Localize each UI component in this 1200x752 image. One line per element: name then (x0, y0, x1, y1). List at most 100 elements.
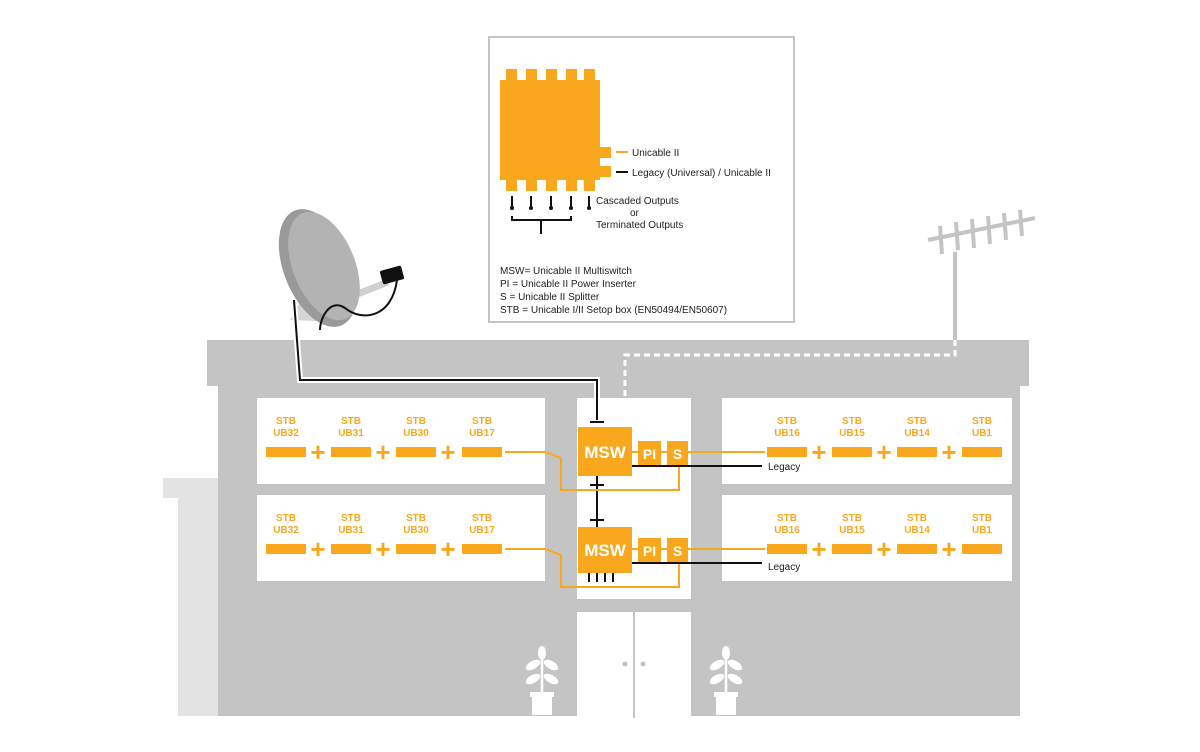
stb-label: STB (907, 416, 927, 427)
stb-label: STB (907, 513, 927, 524)
floor1-left-room (257, 398, 545, 484)
stb-box (897, 447, 937, 457)
legend-legacy: Legacy (Universal) / Unicable II (632, 168, 771, 179)
msw-legend-icon (500, 69, 611, 191)
plus-icon: + (310, 534, 325, 564)
stb-box (832, 544, 872, 554)
plus-icon: + (310, 437, 325, 467)
stb-id: UB1 (972, 428, 992, 439)
stb-label: STB (842, 416, 862, 427)
plant-icon (709, 646, 743, 715)
stb-box (962, 447, 1002, 457)
plant-icon (525, 646, 559, 715)
plus-icon: + (440, 534, 455, 564)
stb-label: STB (341, 416, 361, 427)
legend-output-pins (511, 196, 590, 207)
stb-id: UB14 (904, 428, 930, 439)
legacy-label: Legacy (768, 462, 800, 473)
stb-label: STB (406, 416, 426, 427)
legend-box: Unicable II Legacy (Universal) / Unicabl… (488, 36, 795, 323)
stb-id: UB30 (403, 428, 429, 439)
stb-label: STB (972, 513, 992, 524)
legend-unicable: Unicable II (632, 148, 679, 159)
stb-box (897, 544, 937, 554)
splitter-box (667, 441, 688, 465)
msw-box (578, 527, 632, 573)
stb-box (767, 544, 807, 554)
stb-id: UB15 (839, 525, 865, 536)
stb-box (767, 447, 807, 457)
terminated-outputs (588, 573, 614, 582)
plus-icon: + (941, 437, 956, 467)
stb-id: UB30 (403, 525, 429, 536)
stb-label: STB (341, 513, 361, 524)
stb-id: UB1 (972, 525, 992, 536)
stb-id: UB17 (469, 525, 495, 536)
stb-id: UB31 (338, 428, 364, 439)
stb-label: STB (406, 513, 426, 524)
stb-label: STB (842, 513, 862, 524)
stb-id: UB16 (774, 428, 800, 439)
building-extension (163, 478, 223, 498)
stb-id: UB15 (839, 428, 865, 439)
msw-box (578, 427, 632, 476)
stb-box (462, 447, 502, 457)
stb-label: STB (777, 416, 797, 427)
stb-box (266, 447, 306, 457)
pi-label: PI (643, 543, 656, 559)
stb-id: UB32 (273, 428, 299, 439)
floor2-right-room (722, 495, 1012, 581)
stb-box (396, 544, 436, 554)
stb-box (331, 447, 371, 457)
plus-icon: + (440, 437, 455, 467)
plus-icon: + (811, 534, 826, 564)
legend-definition: MSW= Unicable II Multiswitch (500, 266, 632, 277)
stb-label: STB (276, 513, 296, 524)
door-icon (577, 612, 691, 718)
stb-box (331, 544, 371, 554)
pi-label: PI (643, 446, 656, 462)
stb-id: UB16 (774, 525, 800, 536)
stb-id: UB17 (469, 428, 495, 439)
legacy-label: Legacy (768, 562, 800, 573)
legend-cascaded: Cascaded Outputs (596, 196, 679, 207)
legend-terminated: Terminated Outputs (596, 220, 683, 231)
pi-box (638, 538, 661, 562)
legend-definition: S = Unicable II Splitter (500, 292, 600, 303)
pi-box (638, 441, 661, 465)
stb-layer: STBUB32+STBUB31+STBUB30+STBUB17STBUB16+S… (266, 416, 1002, 564)
plus-icon: + (876, 437, 891, 467)
splitter-label: S (673, 446, 682, 462)
floor1-equipment: MSW PI S Legacy (578, 427, 800, 476)
stb-box (832, 447, 872, 457)
cables (291, 299, 957, 598)
stb-box (266, 544, 306, 554)
floor2-left-room (257, 495, 545, 581)
stb-box (462, 544, 502, 554)
legend-definition: STB = Unicable I/II Setop box (EN50494/E… (500, 305, 727, 316)
plus-icon: + (375, 534, 390, 564)
stb-box (396, 447, 436, 457)
legend-definition: PI = Unicable II Power Inserter (500, 279, 637, 290)
msw-label: MSW (584, 541, 627, 560)
building-extension-wall (178, 498, 223, 718)
stb-id: UB14 (904, 525, 930, 536)
stb-label: STB (472, 513, 492, 524)
stb-label: STB (276, 416, 296, 427)
plus-icon: + (876, 534, 891, 564)
floor2-equipment: MSW PI S Legacy (578, 527, 800, 582)
splitter-label: S (673, 543, 682, 559)
